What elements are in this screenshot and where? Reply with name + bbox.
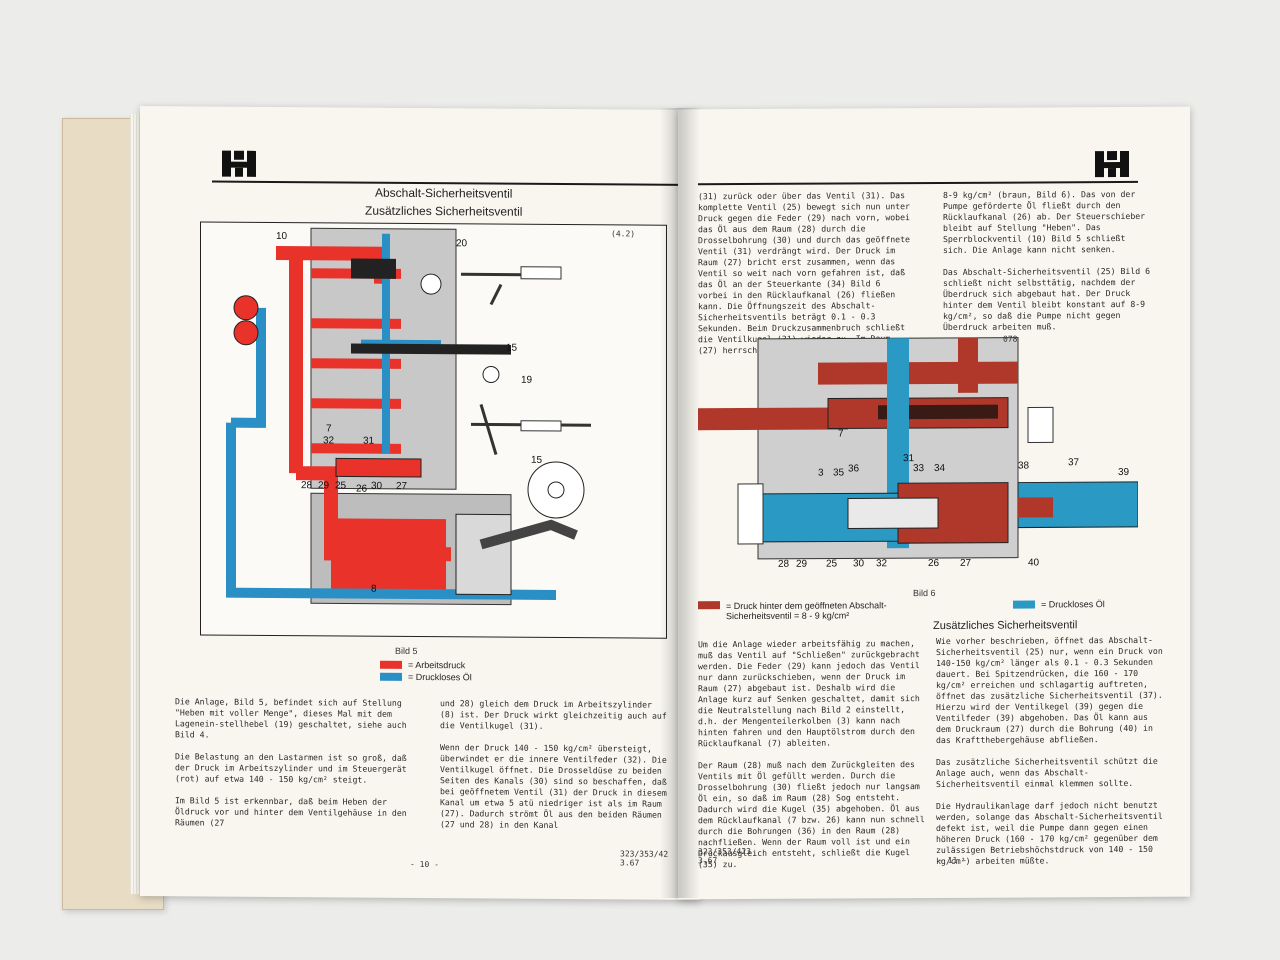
label-8: 8 bbox=[371, 583, 377, 595]
label-34: 34 bbox=[934, 462, 946, 474]
figure-caption-6: Bild 6 bbox=[913, 587, 936, 599]
heading-line-2: Zusätzliches Sicherheitsventil bbox=[365, 203, 523, 219]
label-32: 32 bbox=[876, 558, 888, 570]
label-33: 33 bbox=[913, 463, 925, 475]
book-gutter bbox=[660, 108, 700, 898]
label-28: 28 bbox=[301, 480, 313, 492]
label-28: 28 bbox=[778, 558, 790, 570]
label-38: 38 bbox=[1018, 460, 1030, 472]
hydraulic-diagram-5 bbox=[226, 227, 591, 606]
diagram-code: (4.2) bbox=[611, 229, 636, 239]
label-40: 40 bbox=[1028, 557, 1040, 569]
page-edges bbox=[130, 114, 142, 894]
legend-label-blue: = Druckloses Öl bbox=[408, 671, 472, 683]
label-26: 26 bbox=[356, 483, 368, 495]
subheading: Zusätzliches Sicherheitsventil bbox=[933, 619, 1078, 633]
right-top-column-1: (31) zurück oder über das Ventil (31). D… bbox=[698, 190, 910, 356]
page-number-10: - 10 - bbox=[410, 859, 439, 870]
figure-caption-5: Bild 5 bbox=[395, 645, 418, 656]
legend-row-blue: = Druckloses Öl bbox=[1013, 599, 1105, 609]
legend-label-red: = Arbeitsdruck bbox=[408, 659, 466, 671]
diagram-code: 078 bbox=[1003, 334, 1018, 344]
label-15-top: 15 bbox=[506, 342, 518, 354]
right-bottom-column-2: Wie vorher beschrieben, öffnet das Absch… bbox=[936, 634, 1163, 866]
page-number-11: - 11 - bbox=[938, 855, 967, 865]
label-15-bottom: 15 bbox=[531, 454, 543, 466]
label-29: 29 bbox=[796, 558, 808, 570]
label-7: 7 bbox=[326, 423, 332, 435]
label-30: 30 bbox=[371, 480, 383, 492]
ih-logo bbox=[1095, 150, 1129, 178]
right-top-column-2: 8-9 kg/cm² (braun, Bild 6). Das von der … bbox=[943, 188, 1151, 332]
figure-bild-5: 10 20 15 19 15 7 32 31 28 29 25 26 30 27… bbox=[200, 221, 667, 639]
legend-label-brown: = Druck hinter dem geöffneten Abschalt-S… bbox=[726, 600, 887, 622]
footer-code-right: 323/353/423 3.67 bbox=[698, 846, 751, 866]
label-30: 30 bbox=[853, 558, 865, 570]
left-column-1: Die Anlage, Bild 5, befindet sich auf St… bbox=[175, 696, 407, 828]
left-column-2: und 28) gleich dem Druck im Arbeitszylin… bbox=[440, 698, 667, 830]
label-7-top: 7 bbox=[838, 428, 844, 440]
legend-swatch-blue bbox=[1013, 600, 1035, 609]
header-rule bbox=[698, 180, 1138, 186]
figure-bild-6: 7 3 35 36 31 33 34 38 37 39 28 29 25 30 … bbox=[698, 332, 1139, 589]
label-27: 27 bbox=[396, 480, 408, 492]
label-36: 36 bbox=[848, 463, 860, 475]
label-20: 20 bbox=[456, 238, 468, 250]
label-25: 25 bbox=[826, 558, 838, 570]
legend-row-brown: = Druck hinter dem geöffneten Abschalt-S… bbox=[698, 600, 908, 621]
header-rule bbox=[212, 180, 682, 186]
legend-swatch-brown bbox=[698, 601, 720, 610]
label-3: 3 bbox=[818, 467, 824, 479]
heading-line-1: Abschalt-Sicherheitsventil bbox=[375, 185, 513, 201]
left-page: Abschalt-Sicherheitsventil Zusätzliches … bbox=[140, 106, 700, 900]
hydraulic-diagram-6 bbox=[698, 337, 1139, 560]
legend-row-red: = Arbeitsdruck bbox=[380, 659, 466, 671]
label-19: 19 bbox=[521, 374, 533, 386]
legend-label-blue: = Druckloses Öl bbox=[1041, 599, 1105, 610]
legend-swatch-red bbox=[380, 660, 402, 669]
label-32: 32 bbox=[323, 435, 335, 447]
open-book: Abschalt-Sicherheitsventil Zusätzliches … bbox=[120, 106, 1210, 908]
label-27: 27 bbox=[960, 557, 972, 569]
right-bottom-column-1: Um die Anlage wieder arbeitsfähig zu mac… bbox=[698, 638, 925, 870]
label-29: 29 bbox=[318, 480, 330, 492]
label-25: 25 bbox=[335, 480, 347, 492]
label-31: 31 bbox=[363, 435, 375, 447]
label-39: 39 bbox=[1118, 466, 1130, 479]
label-35: 35 bbox=[833, 467, 845, 479]
label-37: 37 bbox=[1068, 457, 1080, 469]
label-26: 26 bbox=[928, 557, 940, 570]
label-10: 10 bbox=[276, 230, 288, 243]
legend-row-blue: = Druckloses Öl bbox=[380, 671, 472, 683]
ih-logo bbox=[222, 150, 256, 177]
legend-swatch-blue bbox=[380, 672, 402, 681]
right-page: (31) zurück oder über das Ventil (31). D… bbox=[678, 106, 1190, 900]
